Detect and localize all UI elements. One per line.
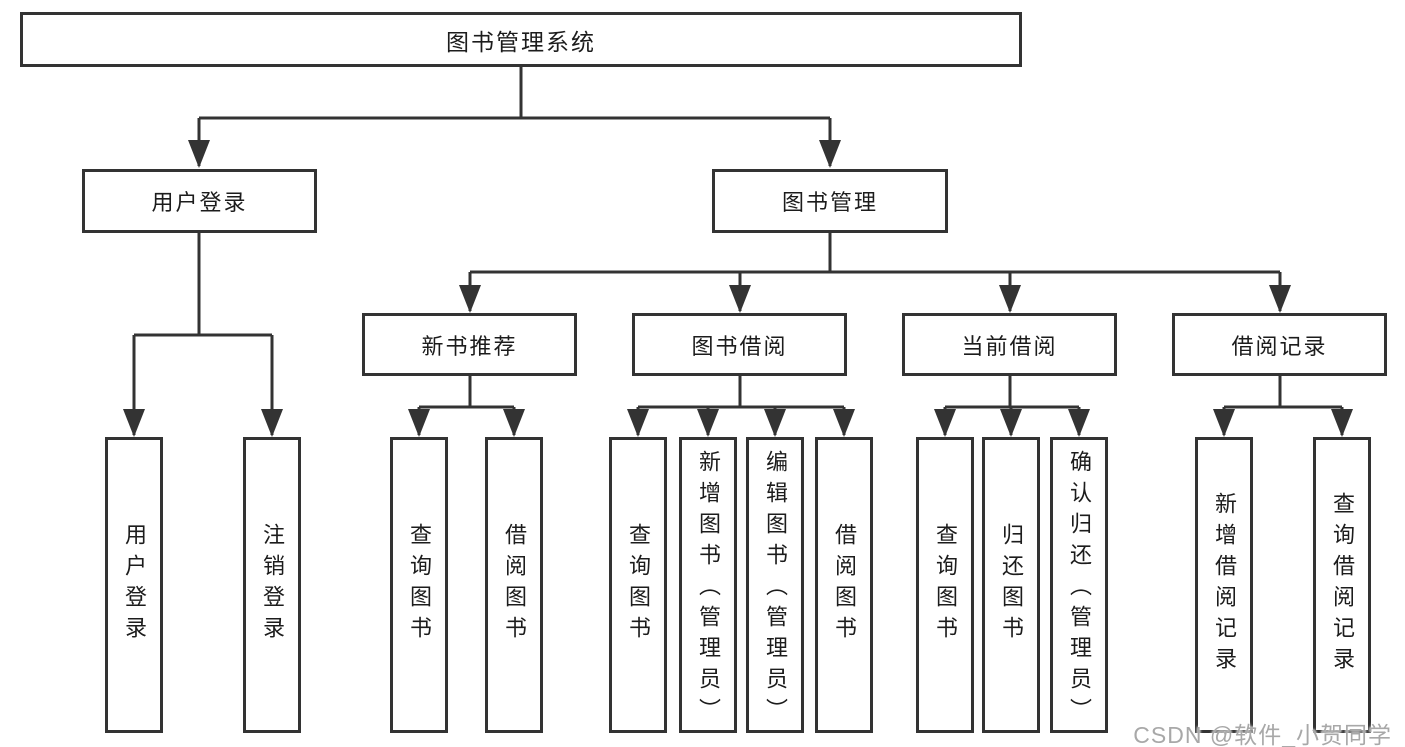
leaf-query-books-current: 查询图书 bbox=[916, 437, 974, 733]
node-new-book-recommendation: 新书推荐 bbox=[362, 313, 577, 376]
leaf-query-books-borrowing: 查询图书 bbox=[609, 437, 667, 733]
leaf-return-books: 归还图书 bbox=[982, 437, 1040, 733]
node-user-login: 用户登录 bbox=[82, 169, 317, 233]
node-book-management: 图书管理 bbox=[712, 169, 948, 233]
leaf-edit-books-admin: 编辑图书（管理员） bbox=[746, 437, 804, 733]
arrowheads bbox=[123, 140, 1353, 437]
leaf-borrow-books-recommend: 借阅图书 bbox=[485, 437, 543, 733]
leaf-add-borrow-record: 新增借阅记录 bbox=[1195, 437, 1253, 733]
leaf-logout: 注销登录 bbox=[243, 437, 301, 733]
node-current-borrowing: 当前借阅 bbox=[902, 313, 1117, 376]
csdn-watermark: CSDN @软件_小贺同学 bbox=[1133, 722, 1392, 747]
leaf-add-books-admin: 新增图书（管理员） bbox=[679, 437, 737, 733]
leaf-query-borrow-record: 查询借阅记录 bbox=[1313, 437, 1371, 733]
leaf-confirm-return-admin: 确认归还（管理员） bbox=[1050, 437, 1108, 733]
node-root-library-management-system: 图书管理系统 bbox=[20, 12, 1022, 67]
leaf-user-login: 用户登录 bbox=[105, 437, 163, 733]
node-borrowing-records: 借阅记录 bbox=[1172, 313, 1387, 376]
leaf-query-books-recommend: 查询图书 bbox=[390, 437, 448, 733]
node-book-borrowing: 图书借阅 bbox=[632, 313, 847, 376]
leaf-borrow-books: 借阅图书 bbox=[815, 437, 873, 733]
